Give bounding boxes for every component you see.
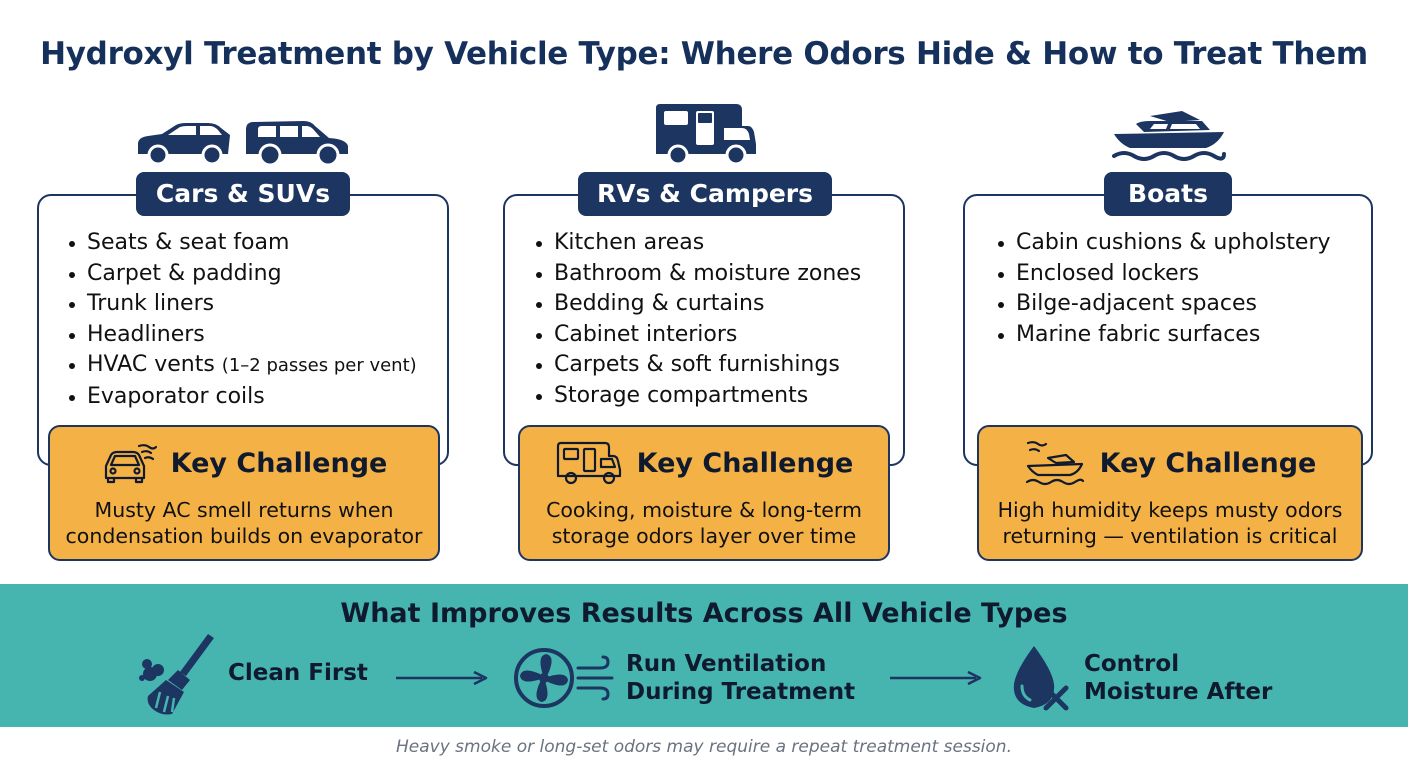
list-item: Bilge-adjacent spaces [996,289,1331,320]
cars-suvs-title: Cars & SUVs [136,172,350,216]
cars-suvs-list: Seats & seat foam Carpet & padding Trunk… [67,228,417,413]
challenge-line: condensation builds on evaporator [65,524,423,548]
list-item: Seats & seat foam [67,228,417,259]
list-item: Carpet & padding [67,259,417,290]
list-item: Headliners [67,320,417,351]
boat-icon [1112,111,1226,161]
rvs-campers-list: Kitchen areas Bathroom & moisture zones … [534,228,861,412]
boats-list: Cabin cushions & upholstery Enclosed loc… [996,228,1331,350]
results-band: What Improves Results Across All Vehicle… [0,584,1408,727]
car-suv-icon [138,121,348,166]
boats-title: Boats [1104,172,1232,216]
list-item: Bathroom & moisture zones [534,259,861,290]
rv-odor-icon [556,441,621,485]
rvs-campers-card [503,194,905,466]
hvac-note: (1–2 passes per vent) [221,355,417,377]
step-clean-first: Clean First [138,630,368,716]
challenge-line: Cooking, moisture & long-term [546,498,862,522]
arrow-right-icon [890,670,982,686]
page-title: Hydroxyl Treatment by Vehicle Type: Wher… [40,36,1368,72]
key-challenge-text: High humidity keeps musty odors returnin… [985,497,1355,549]
boat-odor-icon [1025,441,1084,486]
step-control-moisture: Control Moisture After [1006,642,1272,714]
cars-key-challenge: Key Challenge Musty AC smell returns whe… [48,425,440,561]
key-challenge-text: Musty AC smell returns when condensation… [56,497,432,549]
cars-suvs-card [37,194,449,466]
key-challenge-title: Key Challenge [1099,447,1317,479]
list-item-text: HVAC vents [87,352,215,378]
step-label: Clean First [228,660,368,686]
challenge-line: High humidity keeps musty odors [997,498,1343,522]
step-label: During Treatment [626,679,856,705]
challenge-line: returning — ventilation is critical [1002,524,1338,548]
key-challenge-text: Cooking, moisture & long-term storage od… [526,497,882,549]
list-item: Cabin cushions & upholstery [996,228,1331,259]
list-item: Bedding & curtains [534,289,861,320]
challenge-line: storage odors layer over time [551,524,857,548]
boats-key-challenge: Key Challenge High humidity keeps musty … [977,425,1363,561]
rvs-campers-title: RVs & Campers [578,172,832,216]
list-item: Trunk liners [67,289,417,320]
key-challenge-title: Key Challenge [170,447,388,479]
step-label: Control [1084,651,1180,677]
step-run-ventilation: Run Ventilation During Treatment [512,646,855,710]
list-item: Enclosed lockers [996,259,1331,290]
footnote: Heavy smoke or long-set odors may requir… [396,737,1012,757]
step-label: Run Ventilation [626,651,827,677]
rv-icon [656,104,756,166]
list-item: Marine fabric surfaces [996,320,1331,351]
band-title: What Improves Results Across All Vehicle… [340,598,1068,629]
key-challenge-title: Key Challenge [636,447,854,479]
challenge-line: Musty AC smell returns when [94,498,394,522]
list-item: HVAC vents (1–2 passes per vent) [67,350,417,382]
list-item: Cabinet interiors [534,320,861,351]
fan-icon [514,648,614,708]
list-item: Kitchen areas [534,228,861,259]
broom-icon [139,634,214,715]
list-item: Carpets & soft furnishings [534,350,861,381]
rvs-key-challenge: Key Challenge Cooking, moisture & long-t… [518,425,890,561]
step-label: Moisture After [1084,679,1273,705]
list-item: Storage compartments [534,381,861,412]
arrow-right-icon [396,670,488,686]
water-drop-icon [1013,646,1069,711]
list-item: Evaporator coils [67,382,417,413]
car-odor-icon [104,444,157,484]
